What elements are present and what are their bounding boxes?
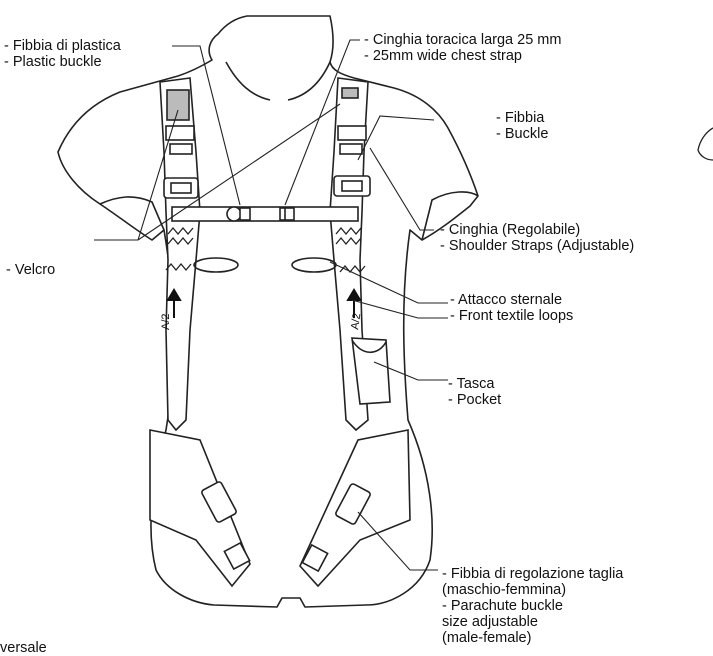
left-velcro-patch <box>167 90 189 120</box>
label-size-buckle-line2: (maschio-femmina) <box>442 582 623 598</box>
label-shoulder-straps: - Cinghia (Regolabile) - Shoulder Straps… <box>440 222 634 254</box>
label-front-loops-it: - Attacco sternale <box>450 292 573 308</box>
chest-strap <box>172 207 358 221</box>
label-shoulder-straps-en: - Shoulder Straps (Adjustable) <box>440 238 634 254</box>
left-adjuster-upper <box>166 126 194 140</box>
label-pocket-it: - Tasca <box>448 376 501 392</box>
label-size-buckle: - Fibbia di regolazione taglia (maschio-… <box>442 566 623 646</box>
left-leg-strap <box>150 430 250 586</box>
label-buckle-it: - Fibbia <box>496 110 548 126</box>
label-front-loops: - Attacco sternale - Front textile loops <box>450 292 573 324</box>
left-shoulder-strap <box>160 78 200 430</box>
label-size-buckle-line3: - Parachute buckle <box>442 598 623 614</box>
right-strap-keeper <box>340 144 362 154</box>
label-chest-strap-it: - Cinghia toracica larga 25 mm <box>364 32 561 48</box>
attachment-arrows <box>168 290 360 318</box>
cut-off-text-fragment: versale <box>0 640 47 656</box>
label-pocket: - Tasca - Pocket <box>448 376 501 408</box>
label-size-buckle-line5: (male-female) <box>442 630 623 646</box>
right-leg-strap <box>300 430 410 586</box>
label-velcro: - Velcro <box>6 262 55 278</box>
label-front-loops-en: - Front textile loops <box>450 308 573 324</box>
mannequin-torso <box>58 16 478 607</box>
label-buckle-en: - Buckle <box>496 126 548 142</box>
chest-buckle-male <box>280 208 294 220</box>
label-size-buckle-line1: - Fibbia di regolazione taglia <box>442 566 623 582</box>
label-buckle: - Fibbia - Buckle <box>496 110 548 142</box>
attachment-label-left: A/2 <box>160 313 172 330</box>
left-arm-opening <box>100 197 164 230</box>
label-chest-strap-en: - 25mm wide chest strap <box>364 48 561 64</box>
front-textile-loops <box>194 258 336 272</box>
attachment-label-right: A/2 <box>349 312 363 330</box>
label-plastic-buckle-en: - Plastic buckle <box>4 54 121 70</box>
label-plastic-buckle: - Fibbia di plastica - Plastic buckle <box>4 38 121 70</box>
label-shoulder-straps-it: - Cinghia (Regolabile) <box>440 222 634 238</box>
chest-plastic-buckle <box>227 207 241 221</box>
left-buckle-slot <box>171 183 191 193</box>
chest-buckle-female <box>240 208 250 220</box>
right-velcro-patch <box>342 88 358 98</box>
neck-line-right <box>288 62 330 100</box>
neck-line-left <box>226 62 270 100</box>
label-plastic-buckle-it: - Fibbia di plastica <box>4 38 121 54</box>
right-adjuster-upper <box>338 126 366 140</box>
neighbor-figure-fragment <box>698 128 713 160</box>
label-pocket-en: - Pocket <box>448 392 501 408</box>
label-size-buckle-line4: size adjustable <box>442 614 623 630</box>
cut-off-text: versale <box>0 640 47 656</box>
label-velcro-it: - Velcro <box>6 262 55 278</box>
left-strap-keeper <box>170 144 192 154</box>
label-chest-strap: - Cinghia toracica larga 25 mm - 25mm wi… <box>364 32 561 64</box>
right-buckle-slot <box>342 181 362 191</box>
